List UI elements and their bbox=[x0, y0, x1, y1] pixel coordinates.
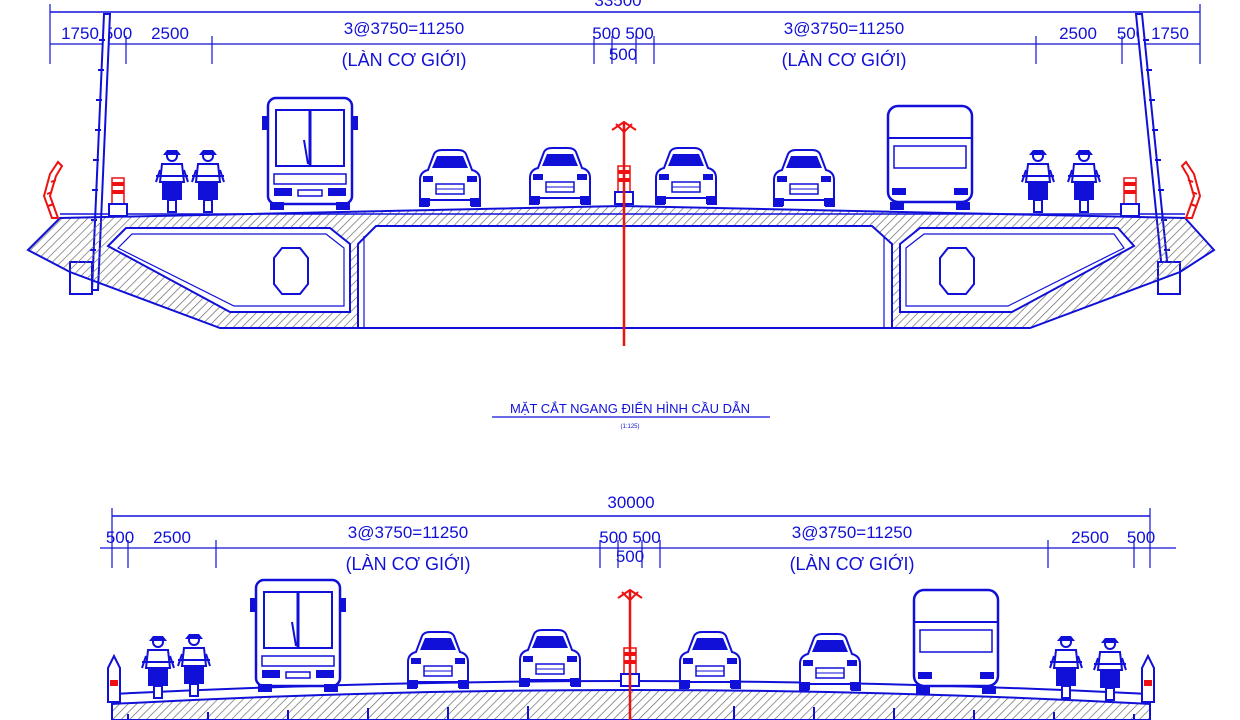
drawing-title: MẶT CẮT NGANG ĐIỂN HÌNH CẦU DẪN (1:125) bbox=[492, 401, 770, 430]
railing-left bbox=[43, 161, 63, 219]
dim2-left-lanes: 3@3750=11250 bbox=[348, 523, 468, 542]
lane-label-right: (LÀN CƠ GIỚI) bbox=[782, 49, 907, 70]
section-1: 33500 1750 500 2500 3@3750=11250 (LÀN CƠ… bbox=[26, 0, 1216, 346]
dim-right-side: 2500 bbox=[1059, 24, 1097, 43]
title-text: MẶT CẮT NGANG ĐIỂN HÌNH CẦU DẪN bbox=[510, 401, 750, 416]
centerline-axis-2 bbox=[617, 588, 643, 720]
dim-left-lanes: 3@3750=11250 bbox=[344, 19, 464, 38]
dim-left-outer: 1750 bbox=[61, 24, 99, 43]
edge-rail-left bbox=[107, 653, 121, 703]
dim2-left-side: 2500 bbox=[153, 528, 191, 547]
barrier-post-left bbox=[108, 177, 128, 217]
car-7 bbox=[679, 631, 741, 689]
dim2-median-pair: 500 500 bbox=[599, 528, 660, 547]
dim2-right-lanes: 3@3750=11250 bbox=[792, 523, 912, 542]
dim-left-side: 2500 bbox=[151, 24, 189, 43]
title-scale: (1:125) bbox=[620, 424, 639, 430]
total-width-label-2: 30000 bbox=[607, 493, 654, 512]
edge-rail-right bbox=[1141, 653, 1155, 703]
dim2-right-side: 2500 bbox=[1071, 528, 1109, 547]
car-5 bbox=[407, 631, 469, 689]
dim-left-gap: 500 bbox=[104, 24, 132, 43]
motorbike-1 bbox=[155, 149, 189, 213]
bus bbox=[260, 96, 360, 212]
motorbike-4 bbox=[1067, 149, 1101, 213]
bus-2 bbox=[248, 578, 348, 694]
dim2-left-gap: 500 bbox=[106, 528, 134, 547]
dim-median-pair: 500 500 bbox=[592, 24, 653, 43]
dim-right-lanes: 3@3750=11250 bbox=[784, 19, 904, 38]
truck bbox=[886, 104, 974, 212]
car-6 bbox=[519, 629, 581, 687]
car-2 bbox=[529, 147, 591, 205]
motorbike-2 bbox=[191, 149, 225, 213]
centerline-axis bbox=[611, 120, 637, 346]
barrier-post-right bbox=[1120, 177, 1140, 217]
lane-label-left: (LÀN CƠ GIỚI) bbox=[342, 49, 467, 70]
railing-right bbox=[1181, 161, 1201, 219]
car-4 bbox=[773, 149, 835, 207]
car-1 bbox=[419, 149, 481, 207]
total-width-label: 33500 bbox=[594, 0, 641, 10]
motorbike-5 bbox=[141, 635, 175, 699]
truck-2 bbox=[912, 588, 1000, 696]
motorbike-3 bbox=[1021, 149, 1055, 213]
overall-dimension-line bbox=[49, 4, 1201, 64]
dim2-median: 500 bbox=[616, 547, 644, 566]
dim-median: 500 bbox=[609, 45, 637, 64]
car-3 bbox=[655, 147, 717, 205]
box-girder-deck bbox=[26, 204, 1216, 329]
motorbike-6 bbox=[177, 633, 211, 697]
section-2: 30000 500 2500 3@3750=11250 (LÀN CƠ GIỚI… bbox=[100, 493, 1176, 720]
car-8 bbox=[799, 633, 861, 691]
dimension-chain-2 bbox=[100, 540, 1176, 568]
overall-dimension-line-2 bbox=[111, 508, 1151, 568]
lane2-label-left: (LÀN CƠ GIỚI) bbox=[346, 553, 471, 574]
dim-right-outer: 1750 bbox=[1151, 24, 1189, 43]
dim2-right-gap: 500 bbox=[1127, 528, 1155, 547]
lane2-label-right: (LÀN CƠ GIỚI) bbox=[790, 553, 915, 574]
